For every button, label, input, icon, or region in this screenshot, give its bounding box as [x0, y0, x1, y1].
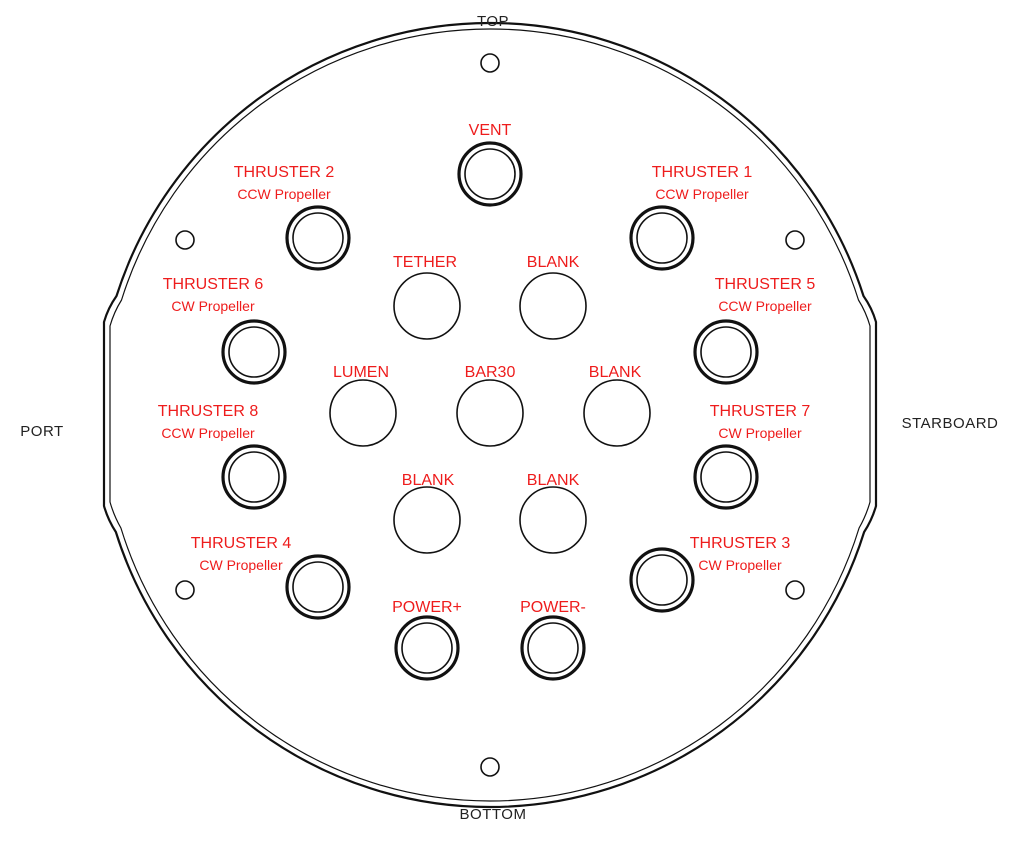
port-thruster-3: THRUSTER 3 CW Propeller: [629, 535, 791, 613]
port-thruster-5-label: THRUSTER 5: [715, 276, 816, 293]
port-thruster-7-propeller-label: CW Propeller: [718, 425, 802, 441]
port-power-plus-inner-ring: [401, 622, 453, 674]
label-top: TOP: [477, 13, 509, 30]
port-power-plus: POWER+: [392, 599, 462, 681]
port-thruster-2: THRUSTER 2 CCW Propeller: [234, 164, 351, 271]
port-blank-lower-right: BLANK: [519, 472, 587, 554]
port-tether: TETHER: [393, 254, 461, 340]
port-blank-lower-left-hole: [393, 486, 461, 554]
port-thruster-6-inner-ring: [228, 326, 280, 378]
port-tether-label: TETHER: [393, 254, 457, 271]
mounting-hole-top: [480, 53, 500, 73]
port-thruster-5: THRUSTER 5 CCW Propeller: [693, 276, 816, 385]
mounting-hole-bottom: [480, 757, 500, 777]
port-blank-middle-right: BLANK: [583, 364, 651, 447]
port-bar30-label: BAR30: [465, 364, 516, 381]
port-vent: VENT: [457, 122, 523, 207]
mounting-hole-upper-right: [785, 230, 805, 250]
port-blank-lower-left: BLANK: [393, 472, 461, 554]
port-thruster-4-label: THRUSTER 4: [191, 535, 292, 552]
port-thruster-3-inner-ring: [636, 554, 688, 606]
port-thruster-7-label: THRUSTER 7: [710, 403, 811, 420]
penetrator-ports: VENT THRUSTER 2 CCW Propeller THRUSTER 1 CCW…: [158, 122, 816, 681]
port-thruster-7-inner-ring: [700, 451, 752, 503]
port-thruster-2-inner-ring: [292, 212, 344, 264]
port-blank-top-right-label: BLANK: [527, 254, 580, 271]
port-thruster-6: THRUSTER 6 CW Propeller: [163, 276, 287, 385]
port-thruster-4-inner-ring: [292, 561, 344, 613]
label-port: PORT: [20, 423, 63, 440]
port-blank-lower-right-label: BLANK: [527, 472, 580, 489]
port-blank-top-right: BLANK: [519, 254, 587, 340]
port-power-minus: POWER-: [520, 599, 586, 681]
port-blank-lower-right-hole: [519, 486, 587, 554]
port-power-minus-label: POWER-: [520, 599, 586, 616]
port-vent-label: VENT: [469, 122, 512, 139]
port-thruster-5-inner-ring: [700, 326, 752, 378]
port-thruster-7: THRUSTER 7 CW Propeller: [693, 403, 811, 510]
port-tether-hole: [393, 272, 461, 340]
port-thruster-3-label: THRUSTER 3: [690, 535, 791, 552]
port-thruster-4: THRUSTER 4 CW Propeller: [191, 535, 351, 620]
port-thruster-6-label: THRUSTER 6: [163, 276, 264, 293]
port-lumen: LUMEN: [329, 364, 397, 447]
port-blank-lower-left-label: BLANK: [402, 472, 455, 489]
port-thruster-8: THRUSTER 8 CCW Propeller: [158, 403, 287, 510]
port-thruster-8-propeller-label: CCW Propeller: [161, 425, 255, 441]
mounting-hole-lower-right: [785, 580, 805, 600]
label-starboard: STARBOARD: [902, 415, 999, 432]
port-bar30: BAR30: [456, 364, 524, 447]
port-thruster-1-label: THRUSTER 1: [652, 164, 753, 181]
plate-outline: [102, 21, 878, 809]
port-lumen-hole: [329, 379, 397, 447]
port-thruster-3-propeller-label: CW Propeller: [698, 557, 782, 573]
port-thruster-8-label: THRUSTER 8: [158, 403, 259, 420]
port-lumen-label: LUMEN: [333, 364, 389, 381]
mounting-hole-lower-left: [175, 580, 195, 600]
port-thruster-8-inner-ring: [228, 451, 280, 503]
port-power-minus-inner-ring: [527, 622, 579, 674]
port-blank-middle-right-hole: [583, 379, 651, 447]
port-vent-inner-ring: [464, 148, 516, 200]
port-thruster-6-propeller-label: CW Propeller: [171, 298, 255, 314]
port-power-plus-label: POWER+: [392, 599, 462, 616]
port-thruster-1-propeller-label: CCW Propeller: [655, 186, 749, 202]
port-thruster-4-propeller-label: CW Propeller: [199, 557, 283, 573]
mounting-holes: [175, 53, 805, 777]
port-blank-top-right-hole: [519, 272, 587, 340]
port-blank-middle-right-label: BLANK: [589, 364, 642, 381]
port-thruster-1-inner-ring: [636, 212, 688, 264]
port-thruster-1: THRUSTER 1 CCW Propeller: [629, 164, 753, 271]
port-bar30-hole: [456, 379, 524, 447]
port-thruster-2-label: THRUSTER 2: [234, 164, 335, 181]
port-thruster-5-propeller-label: CCW Propeller: [718, 298, 812, 314]
mounting-hole-upper-left: [175, 230, 195, 250]
port-thruster-2-propeller-label: CCW Propeller: [237, 186, 331, 202]
label-bottom: BOTTOM: [460, 806, 527, 823]
